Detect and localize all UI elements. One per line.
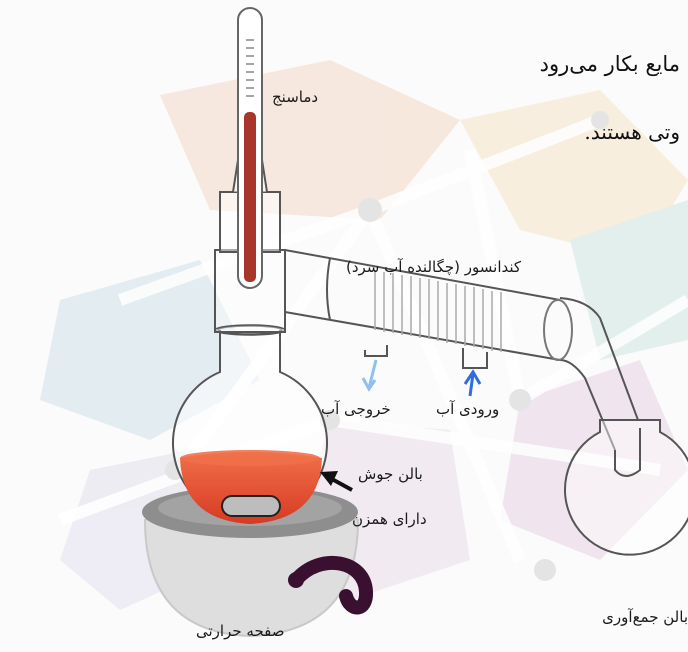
label-heating-plate: صفحه حرارتی bbox=[196, 622, 284, 640]
header-line-2: وتی هستند. bbox=[584, 120, 680, 144]
heater-knob-base bbox=[288, 572, 304, 588]
label-thermometer: دماسنج bbox=[272, 88, 318, 106]
condenser-coil bbox=[375, 270, 501, 352]
label-water-in: ورودی آب bbox=[436, 400, 499, 418]
stir-bar bbox=[222, 496, 280, 516]
water-in-arrow bbox=[465, 372, 480, 396]
label-condenser: کندانسور (چگالنده آب سرد) bbox=[346, 258, 521, 276]
thermometer bbox=[238, 8, 262, 288]
water-out-arrow bbox=[363, 360, 376, 389]
label-boiling-flask-2: دارای همزن bbox=[352, 510, 427, 528]
header-line-1: مایع بکار می‌رود bbox=[540, 52, 680, 76]
label-boiling-flask-1: بالن جوش bbox=[358, 465, 423, 483]
label-water-out: خروجی آب bbox=[321, 400, 391, 418]
label-collection-flask: بالن جمع‌آوری bbox=[602, 608, 688, 626]
